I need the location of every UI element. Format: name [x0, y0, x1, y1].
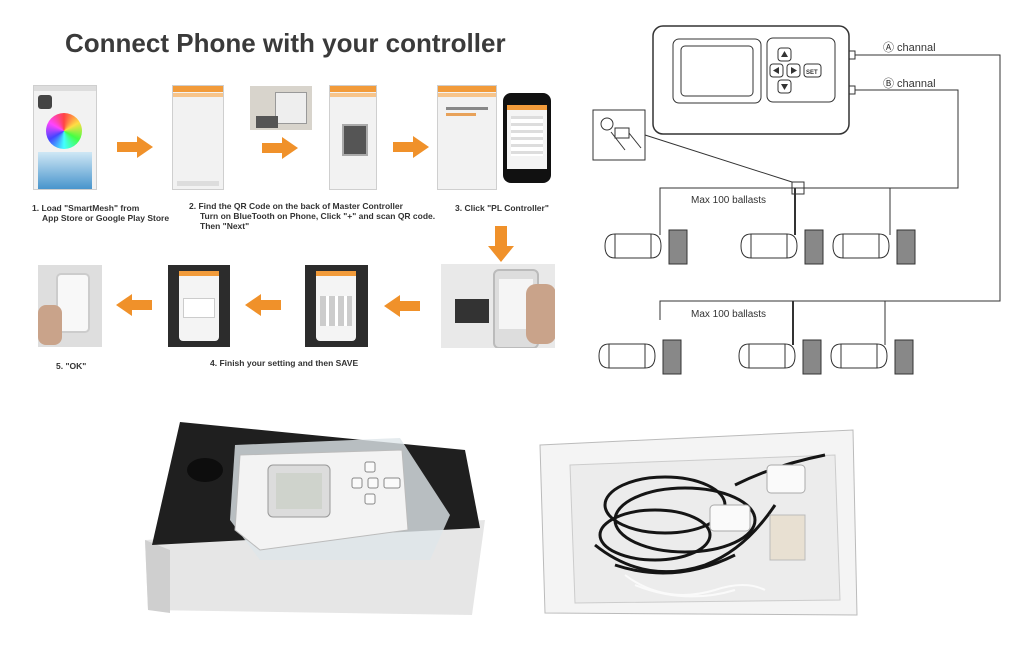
step5-caption: 5. "OK" — [56, 361, 87, 371]
arrow-left-icon — [116, 294, 152, 316]
step1-caption-line2: App Store or Google Play Store — [42, 213, 170, 223]
group1-label: Max 100 ballasts — [691, 195, 766, 206]
group2-label: Max 100 ballasts — [691, 309, 766, 320]
arrow-right-icon — [262, 137, 298, 159]
arrow-right-icon — [117, 136, 153, 158]
arrow-left-icon — [245, 294, 281, 316]
channel-a-label: Ⓐ channal — [883, 41, 936, 54]
step2-caption-line3: Then "Next" — [200, 221, 250, 231]
step2-caption-line2: Turn on BlueTooth on Phone, Click "+" an… — [200, 211, 436, 221]
hand-phone-scan-photo — [441, 264, 555, 348]
add-device-screenshot — [172, 85, 224, 190]
ballast-row-1 — [604, 229, 916, 265]
arrow-right-icon — [393, 136, 429, 158]
page-title: Connect Phone with your controller — [65, 28, 506, 58]
save-phone-photo — [168, 265, 230, 347]
controller-back-photo — [250, 86, 312, 130]
step3-caption: 3. Click "PL Controller" — [455, 203, 549, 213]
app-store-screenshot — [33, 85, 97, 190]
cables-box-photo — [539, 429, 858, 616]
wiring-diagram: SET Ⓐ channal Ⓑ channal Max 100 ballasts… — [592, 25, 1001, 375]
qr-scan-screenshot — [329, 85, 377, 190]
ballast-row-2 — [598, 339, 914, 375]
settings-phone-photo — [305, 265, 368, 347]
channel-b-label: Ⓑ channal — [883, 77, 936, 90]
step4-caption: 4. Finish your setting and then SAVE — [210, 358, 359, 368]
ok-phone-photo — [38, 265, 102, 347]
controller-package-photo — [145, 422, 485, 615]
pl-controller-screenshot — [437, 85, 497, 190]
arrow-left-icon — [384, 295, 420, 317]
controller-set-label: SET — [806, 70, 818, 76]
iphone-photo — [503, 93, 551, 183]
step1-caption-line1: 1. Load "SmartMesh" from — [32, 203, 140, 213]
step2-caption-line1: 2. Find the QR Code on the back of Maste… — [189, 201, 403, 211]
arrow-down-icon — [488, 226, 514, 262]
